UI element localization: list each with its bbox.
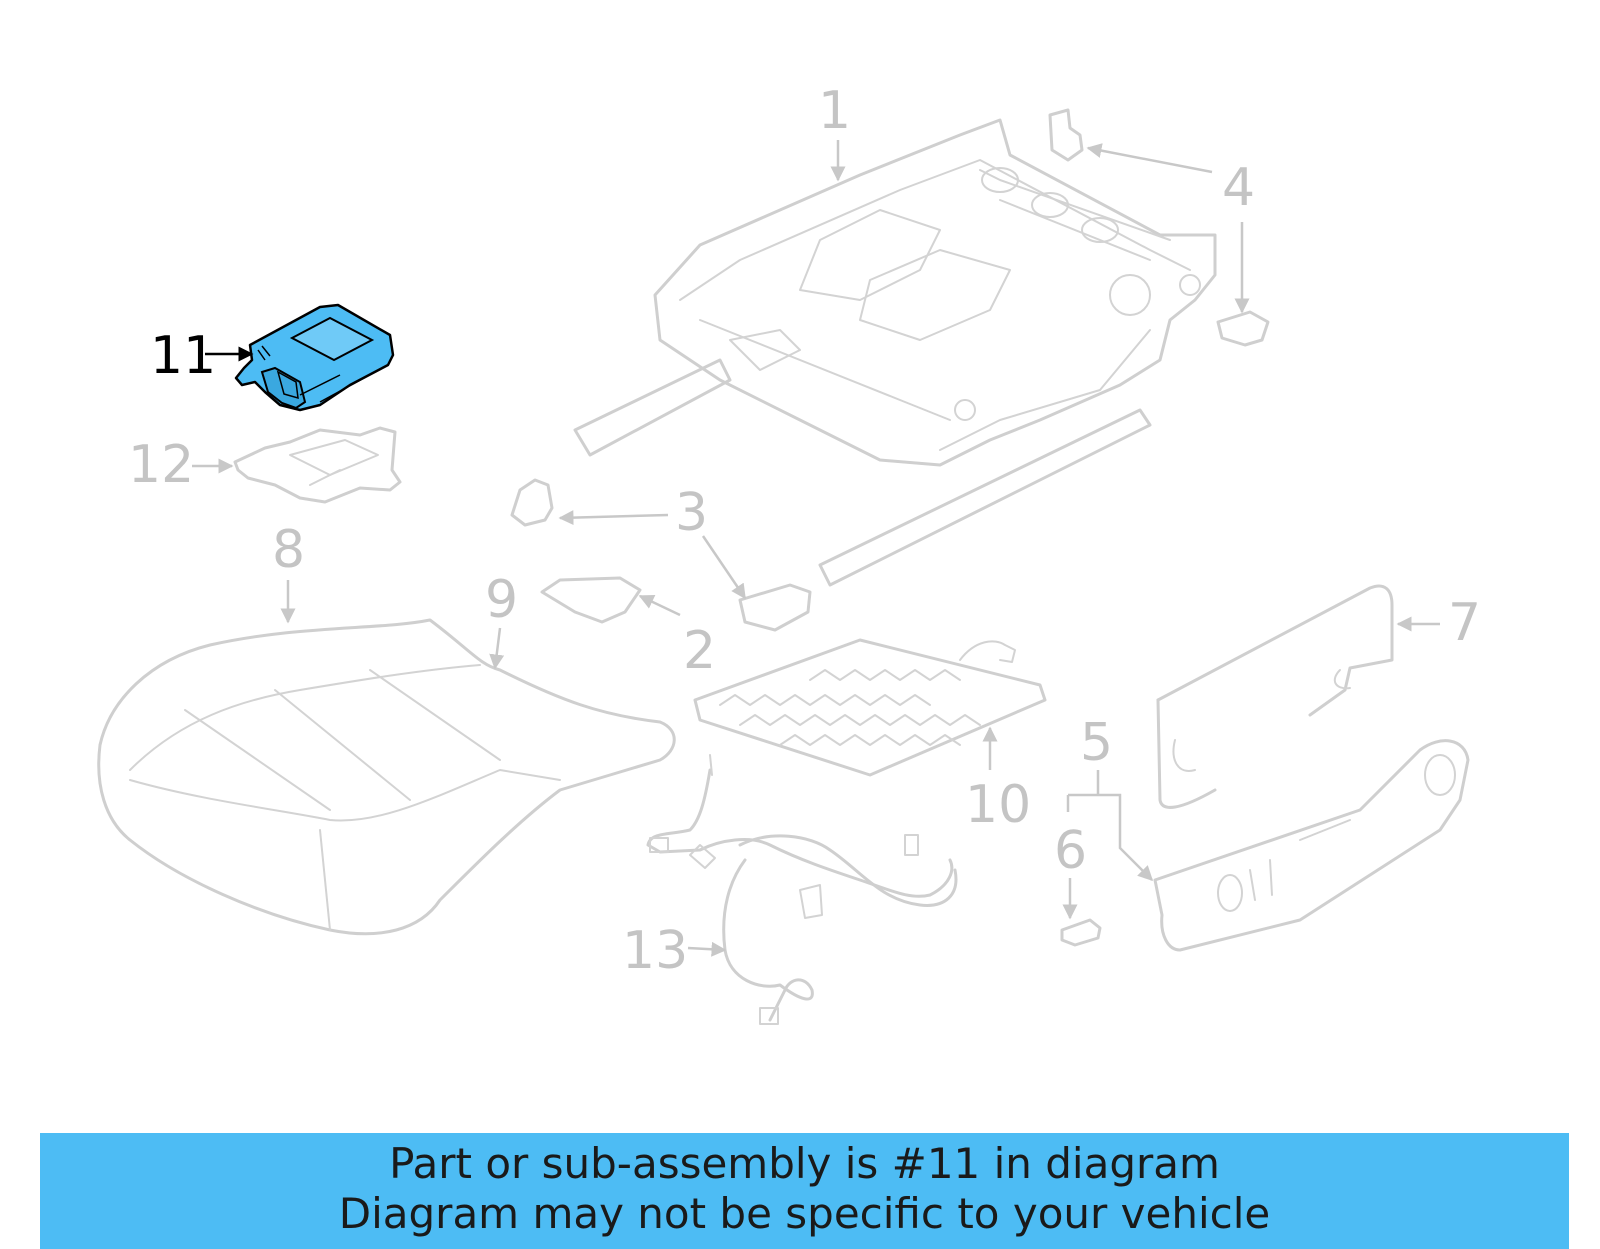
heater-mat-part-10[interactable]	[693, 638, 1047, 777]
label-3: 3	[675, 483, 708, 543]
caption-banner: Part or sub-assembly is #11 in diagram D…	[40, 1133, 1569, 1249]
label-13: 13	[622, 921, 688, 981]
label-4: 4	[1222, 158, 1255, 218]
label-1: 1	[818, 81, 851, 141]
label-12: 12	[128, 435, 194, 495]
clip-part-3[interactable]	[510, 478, 812, 632]
label-11: 11	[150, 326, 216, 386]
wire-frame-part-7[interactable]	[1156, 584, 1394, 809]
label-2: 2	[683, 621, 716, 681]
leader-3a	[558, 510, 669, 526]
side-shield-part-5[interactable]	[1153, 739, 1470, 952]
clip-part-6[interactable]	[1060, 918, 1102, 947]
label-6: 6	[1054, 821, 1087, 881]
leader-9	[489, 627, 505, 670]
leader-3b	[701, 535, 747, 600]
leader-13	[687, 941, 727, 957]
caption-line-1: Part or sub-assembly is #11 in diagram	[389, 1139, 1220, 1188]
pad-part-2[interactable]	[540, 576, 642, 624]
label-7: 7	[1448, 593, 1481, 653]
wiring-harness-part-13[interactable]	[646, 754, 958, 1025]
leader-4a	[1086, 143, 1213, 174]
caption-line-2: Diagram may not be specific to your vehi…	[338, 1189, 1271, 1238]
leader-5	[1068, 770, 1152, 880]
seat-frame-part-1[interactable]	[573, 118, 1217, 587]
label-10: 10	[965, 775, 1031, 835]
mounting-plate-part-12[interactable]	[233, 426, 402, 504]
bracket-part-4[interactable]	[1048, 108, 1270, 347]
control-module-part-11[interactable]	[234, 303, 395, 412]
seat-cushion-part-8[interactable]	[97, 618, 676, 936]
label-8: 8	[272, 520, 305, 580]
label-9: 9	[485, 570, 518, 630]
leader-2	[638, 594, 681, 617]
label-5: 5	[1080, 713, 1113, 773]
